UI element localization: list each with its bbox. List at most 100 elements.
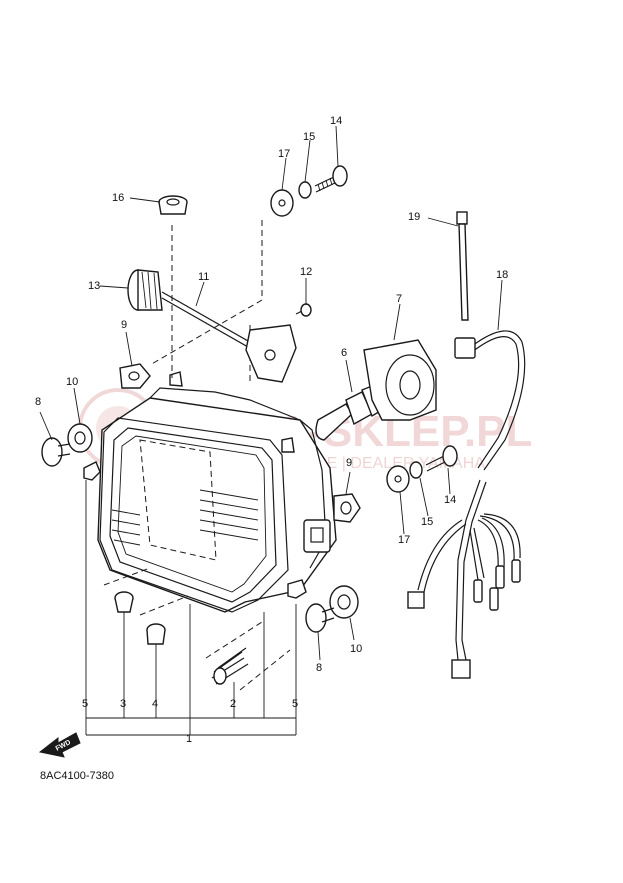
bolt-head xyxy=(442,445,458,467)
part-14-bolt-right xyxy=(425,445,458,472)
watermark-subtext: VICE | DEALER YAMAHA xyxy=(300,455,485,472)
part-18-wire-harness xyxy=(407,330,526,679)
harness-to-bottom xyxy=(455,639,467,661)
harness-branch-right xyxy=(477,517,505,571)
callout-14-top: 14 xyxy=(330,115,342,127)
callout-17-right: 17 xyxy=(398,534,410,546)
clip-left xyxy=(83,461,101,481)
part-8-bolt-right xyxy=(305,603,335,633)
washer-disc xyxy=(270,189,294,217)
leader-lines xyxy=(39,125,503,736)
callout-18: 18 xyxy=(496,269,508,281)
reference-dashed-outline xyxy=(139,439,217,561)
bolt-stem xyxy=(57,443,71,457)
terminal-4 xyxy=(511,559,521,583)
harness-upper-wire-2 xyxy=(471,336,520,469)
placement-line-2 xyxy=(205,621,263,659)
mount-tab-right xyxy=(303,519,331,553)
bolt-head xyxy=(305,603,327,633)
lens-pattern xyxy=(199,489,259,541)
knob-body xyxy=(137,269,163,311)
headlight-body xyxy=(97,397,337,613)
rod-bracket xyxy=(245,324,297,383)
part-12-screw xyxy=(295,303,312,317)
diagram-code: 8AC4100-7380 xyxy=(40,770,115,782)
mount-tab-hole xyxy=(310,527,324,543)
callout-6: 6 xyxy=(341,347,347,359)
screw-head xyxy=(300,303,312,317)
part-2-spring xyxy=(211,647,249,685)
terminal-2 xyxy=(489,587,499,611)
bolt-head xyxy=(332,165,348,187)
callout-13: 13 xyxy=(88,280,100,292)
callout-12: 12 xyxy=(300,266,312,278)
spring-end xyxy=(213,667,227,685)
callout-5-left: 5 xyxy=(82,698,88,710)
terminal-3 xyxy=(495,565,505,589)
collar-outer xyxy=(67,423,93,453)
part-17-washer-top xyxy=(270,189,294,217)
callout-8-left: 8 xyxy=(35,396,41,408)
fwd-arrow-icon: FWD xyxy=(38,732,81,758)
spring-coils xyxy=(211,647,249,685)
callout-5-right: 5 xyxy=(292,698,298,710)
callout-16: 16 xyxy=(112,192,124,204)
callout-9-upper: 9 xyxy=(121,319,127,331)
collar-inner xyxy=(337,594,351,610)
bulb-glass xyxy=(315,403,353,441)
cover-ring xyxy=(385,354,435,416)
bracket-plate xyxy=(245,324,297,383)
bolt-threads xyxy=(317,177,333,192)
adjuster-post-right xyxy=(281,437,295,453)
clip-right xyxy=(287,579,307,599)
part-19-cable-tie xyxy=(456,211,469,321)
headlight-assembly xyxy=(97,371,337,613)
washer-disc xyxy=(386,465,410,493)
harness-trunk xyxy=(455,479,487,641)
bolt-stem xyxy=(321,607,335,623)
collar-outer xyxy=(329,585,359,619)
callout-2: 2 xyxy=(230,698,236,710)
callout-19: 19 xyxy=(408,211,420,223)
grommet-shape xyxy=(119,363,151,389)
callout-1: 1 xyxy=(186,733,192,745)
tie-head xyxy=(456,211,468,225)
adjuster-post xyxy=(169,371,183,387)
cap-body xyxy=(158,201,188,215)
part-7-socket-cover xyxy=(363,339,437,421)
bracket-hole xyxy=(264,349,276,361)
headlight-rim-outer xyxy=(99,417,289,613)
callout-8-right: 8 xyxy=(316,662,322,674)
callout-10-left: 10 xyxy=(66,376,78,388)
part-14-bolt-top xyxy=(314,165,348,193)
fwd-arrow-shape xyxy=(38,732,81,758)
callout-3: 3 xyxy=(120,698,126,710)
callout-14-right: 14 xyxy=(444,494,456,506)
part-10-collar-right xyxy=(329,585,359,619)
connector-left xyxy=(407,591,425,609)
part-11-adjuster-rod xyxy=(161,291,256,352)
headlight-lens xyxy=(117,435,267,593)
part-13-adjuster-knob xyxy=(127,269,163,311)
harness-branch-far xyxy=(479,513,521,561)
callout-7: 7 xyxy=(396,293,402,305)
callout-17-top: 17 xyxy=(278,148,290,160)
part-9-grommet-upper xyxy=(119,363,151,389)
lens-pattern-left xyxy=(111,509,141,546)
terminal-1 xyxy=(473,579,483,603)
part-8-bolt-left xyxy=(41,437,71,467)
placement-line-2b xyxy=(239,649,291,691)
tie-strap xyxy=(458,223,469,321)
harness-branch-mid xyxy=(469,527,485,581)
callout-11: 11 xyxy=(198,271,209,283)
reference-dashed-line xyxy=(149,220,263,366)
spacer-body xyxy=(114,597,134,613)
part-4-nut xyxy=(146,623,166,645)
part-17-washer-right xyxy=(386,465,410,493)
knob-ridges xyxy=(141,271,158,310)
callout-10-right: 10 xyxy=(350,643,362,655)
washer-hole xyxy=(278,199,286,207)
callout-15-right: 15 xyxy=(421,516,433,528)
